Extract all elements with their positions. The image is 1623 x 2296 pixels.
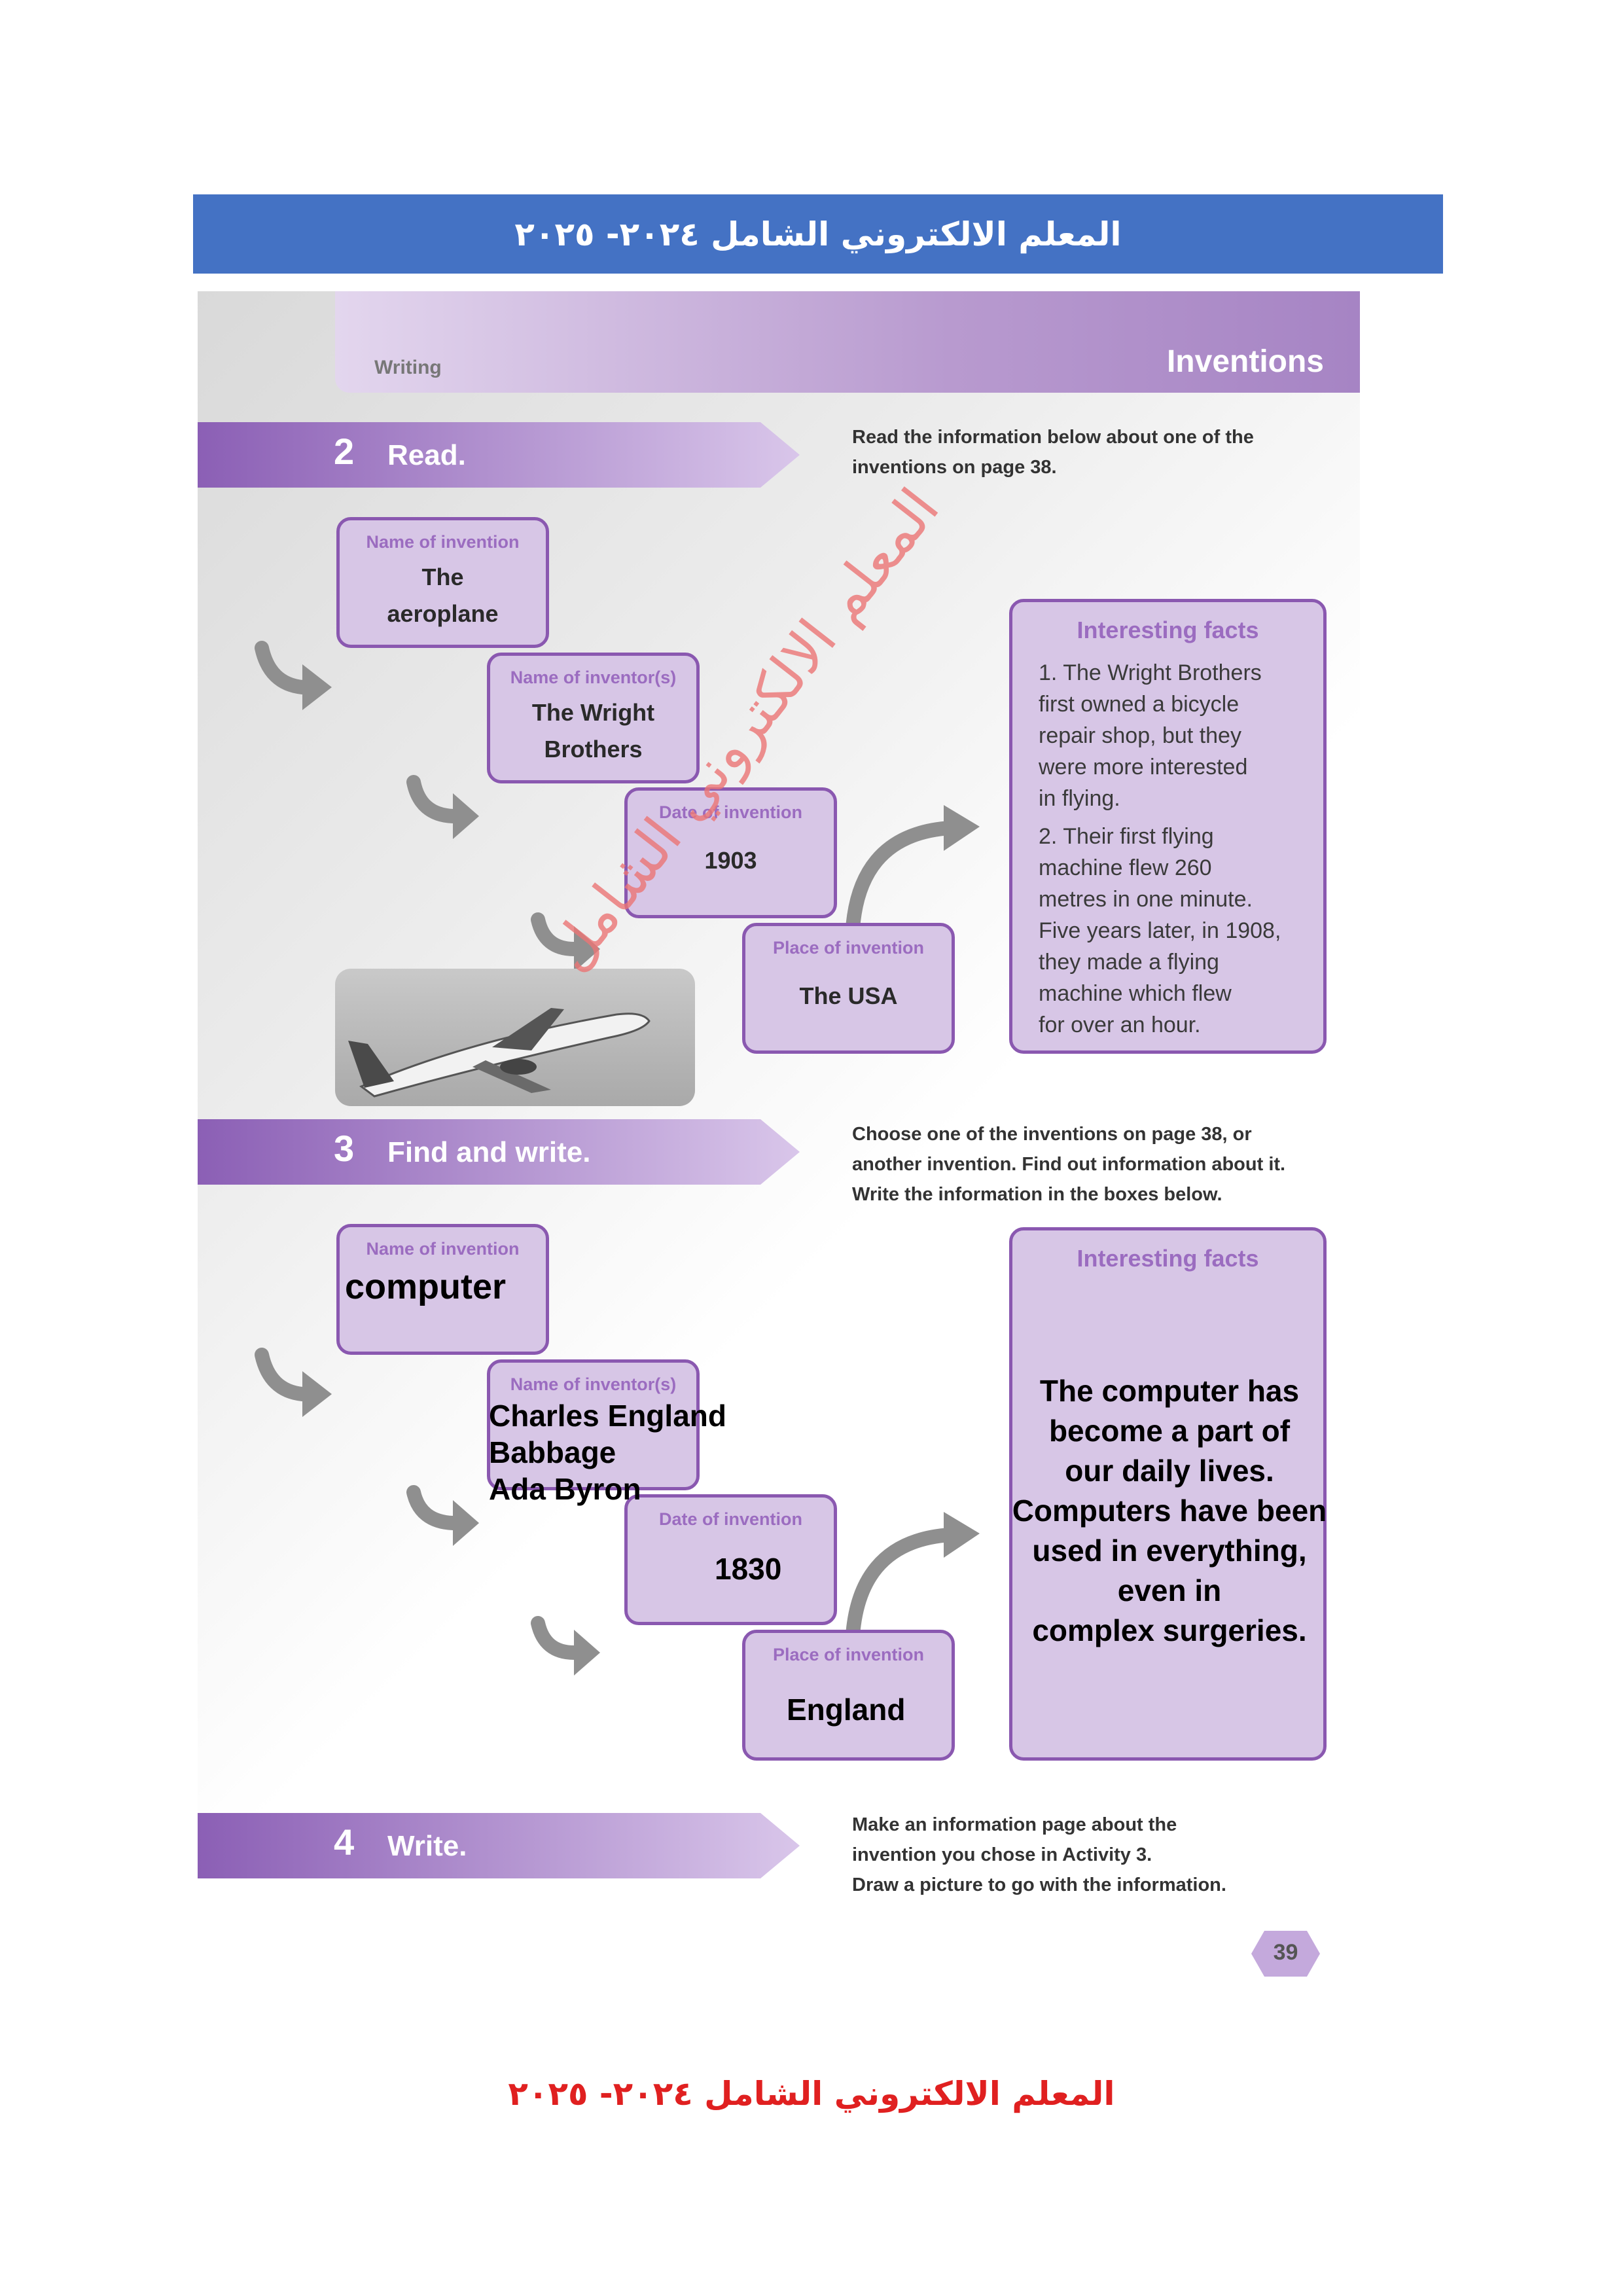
answer-invention-name-box: Name of invention <box>336 1224 549 1355</box>
activity-4-number: 4 <box>334 1821 355 1863</box>
activity-3-band: 3 Find and write. <box>198 1119 800 1185</box>
invention-place-box: Place of invention The USA <box>742 923 955 1054</box>
top-banner-title: المعلم الالكتروني الشامل ٢٠٢٤- ٢٠٢٥ <box>514 215 1122 253</box>
answer-inventor-name-box: Name of inventor(s) <box>487 1359 700 1490</box>
activity-2-title: Read. <box>387 439 466 471</box>
activity-3-title: Find and write. <box>387 1136 591 1168</box>
activity-3-number: 3 <box>334 1128 355 1169</box>
page-number: 39 <box>1273 1940 1298 1965</box>
textbook-page: Writing Inventions 2 Read. Read the info… <box>198 291 1360 2026</box>
page-number-badge: 39 <box>1251 1931 1320 1977</box>
answer-invention-date-box: Date of invention <box>624 1494 837 1625</box>
activity-2-instructions: Read the information below about one of … <box>852 427 1254 478</box>
answer-place: England <box>787 1693 906 1727</box>
top-banner: المعلم الالكتروني الشامل ٢٠٢٤- ٢٠٢٥ <box>193 194 1443 274</box>
invention-date-box: Date of invention 1903 <box>624 787 837 918</box>
section-label: Writing <box>374 357 442 378</box>
interesting-facts-box: Interesting facts 1. The Wright Brothers… <box>1009 599 1327 1054</box>
aeroplane-photo <box>335 969 695 1106</box>
activity-4-band: 4 Write. <box>198 1813 800 1878</box>
answer-date: 1830 <box>715 1552 782 1586</box>
facts-text: 1. The Wright Brothers first owned a bic… <box>1039 660 1281 1037</box>
activity-2-number: 2 <box>334 431 355 472</box>
answer-invention-place-box: Place of invention <box>742 1630 955 1761</box>
footer-title: المعلم الالكتروني الشامل ٢٠٢٤- ٢٠٢٥ <box>508 2075 1115 2113</box>
activity-4-instructions: Make an information page about the inven… <box>852 1814 1226 1895</box>
activity-3-instructions: Choose one of the inventions on page 38,… <box>852 1124 1286 1205</box>
answer-inventors: Charles England Babbage Ada Byron <box>489 1399 726 1506</box>
activity-2-band: 2 Read. <box>198 422 800 488</box>
aeroplane-icon <box>348 1008 651 1098</box>
answer-facts: The computer has become a part of our da… <box>1012 1374 1327 1647</box>
activity-4-title: Write. <box>387 1830 467 1862</box>
answer-interesting-facts-box: Interesting facts <box>1009 1227 1327 1761</box>
page-title: Inventions <box>1166 344 1324 379</box>
flow-arrows <box>255 641 980 1676</box>
answer-invention-name: computer <box>345 1267 507 1306</box>
page-header: Writing Inventions <box>335 291 1360 393</box>
